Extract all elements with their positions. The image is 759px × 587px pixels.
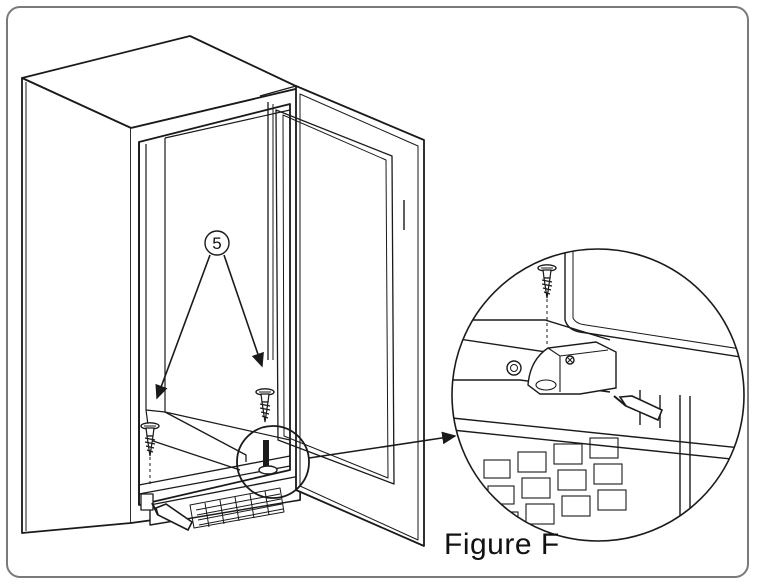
zoom-detail xyxy=(451,248,745,542)
figure-caption: Figure F xyxy=(444,528,560,561)
callout-5: 5 xyxy=(155,230,264,400)
pointer-arrow-zoom xyxy=(613,395,664,422)
svg-text:5: 5 xyxy=(212,234,221,253)
hinge-detail-marker xyxy=(236,425,457,499)
cabinet xyxy=(21,35,301,534)
pointer-arrow-bottom xyxy=(151,502,194,532)
bottom-grille xyxy=(189,487,285,529)
door xyxy=(259,85,425,547)
